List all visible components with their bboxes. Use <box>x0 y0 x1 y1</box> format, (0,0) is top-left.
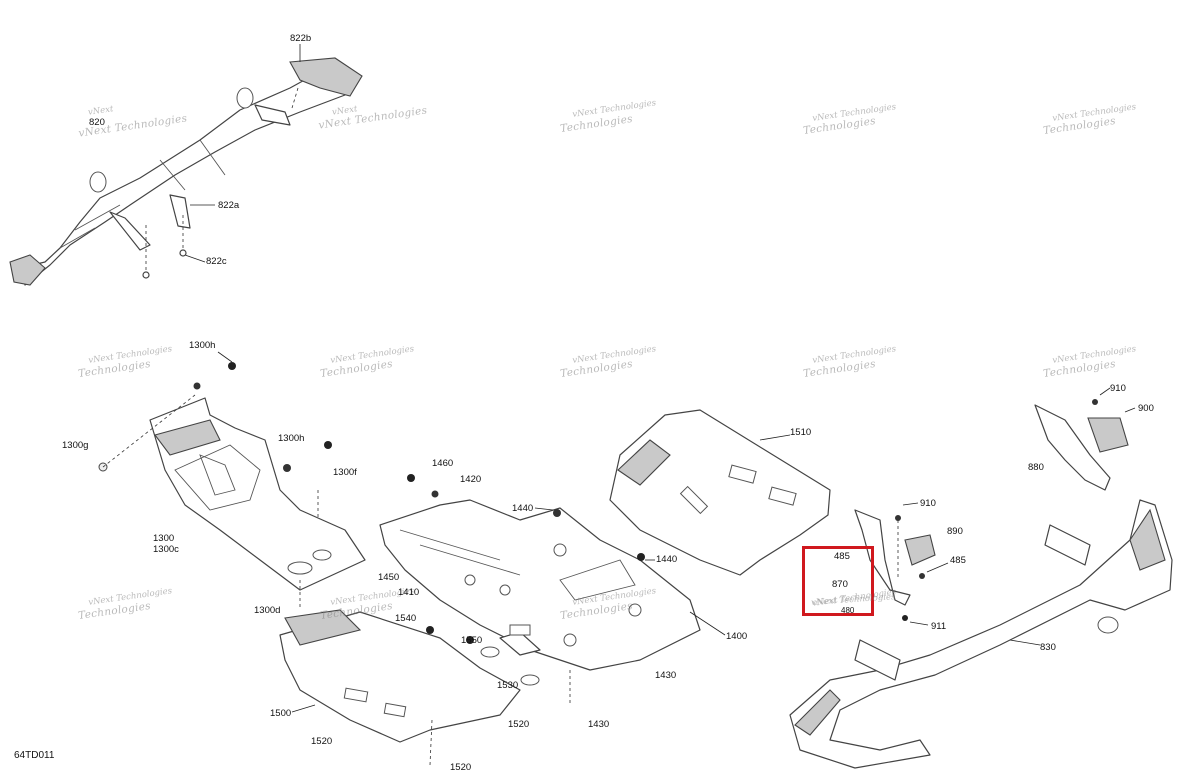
callout-1300c: 1300c <box>153 544 179 555</box>
callout-870: 870 <box>832 579 848 590</box>
brackets-870-890-880-900 <box>854 387 1136 626</box>
callout-1300h: 1300h <box>278 433 305 444</box>
callout-911: 911 <box>931 621 947 632</box>
callout-1300f: 1300f <box>333 467 357 478</box>
callout-1530: 1530 <box>497 680 519 691</box>
callout-1550: 1550 <box>461 635 483 646</box>
bumper-830 <box>789 499 1173 769</box>
callout-1460: 1460 <box>432 458 454 469</box>
callout-1520: 1520 <box>311 736 333 747</box>
callout-830: 830 <box>1040 642 1056 653</box>
callout-1430: 1430 <box>655 670 677 681</box>
callout-1500: 1500 <box>270 708 292 719</box>
callout-1440: 1440 <box>512 503 534 514</box>
callout-1440: 1440 <box>656 554 678 565</box>
callout-1420: 1420 <box>460 474 482 485</box>
callout-820: 820 <box>89 117 105 128</box>
callout-1510: 1510 <box>790 427 812 438</box>
callout-1400: 1400 <box>726 631 748 642</box>
callout-1410: 1410 <box>398 587 420 598</box>
drawing-code: 64TD011 <box>14 750 55 761</box>
rear-frame-820 <box>9 44 363 286</box>
callout-890: 890 <box>947 526 963 537</box>
callout-1300d: 1300d <box>254 605 281 616</box>
skid-plate-1300 <box>98 351 366 608</box>
callout-1300h: 1300h <box>189 340 216 351</box>
callout-480: 480 <box>841 606 855 615</box>
skid-plate-1510 <box>609 409 831 576</box>
highlight-box: 485 870 vNext Technologies 480 <box>802 546 896 616</box>
callout-1520: 1520 <box>450 762 472 773</box>
skid-plate-1500 <box>279 609 571 766</box>
callout-900: 900 <box>1138 403 1154 414</box>
callout-485: 485 <box>834 551 850 562</box>
callout-1430: 1430 <box>588 719 610 730</box>
callout-1520: 1520 <box>508 719 530 730</box>
callout-822c: 822c <box>206 256 227 267</box>
callout-485: 485 <box>950 555 966 566</box>
skid-plate-1400 <box>379 474 726 671</box>
callout-1540: 1540 <box>395 613 417 624</box>
callout-1300: 1300 <box>153 533 175 544</box>
callout-822a: 822a <box>218 200 240 211</box>
callout-1300g: 1300g <box>62 440 89 451</box>
callout-1450: 1450 <box>378 572 400 583</box>
callout-822b: 822b <box>290 33 312 44</box>
callout-910: 910 <box>920 498 936 509</box>
callout-910: 910 <box>1110 383 1126 394</box>
callout-880: 880 <box>1028 462 1044 473</box>
